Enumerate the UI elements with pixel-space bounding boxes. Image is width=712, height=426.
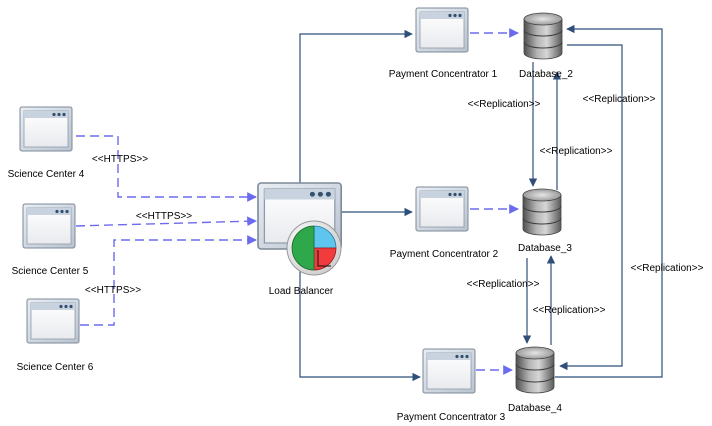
window-icon [19, 106, 73, 152]
edge-https-sc6[interactable] [80, 235, 257, 326]
pie-chart-icon [286, 220, 342, 276]
node-label: Payment Concentrator 2 [390, 249, 499, 260]
node-payment-concentrator-2[interactable]: Payment Concentrator 2 [390, 186, 499, 260]
node-label: Payment Concentrator 1 [389, 69, 498, 80]
edge-label-https-sc5: <<HTTPS>> [136, 211, 192, 222]
edge-rep-db2-db4[interactable] [559, 44, 623, 371]
edge-lb-pc1[interactable] [299, 29, 413, 184]
node-science-center-6[interactable]: Science Center 6 [17, 298, 94, 373]
window-icon [415, 7, 469, 53]
edge-label-rep-db4-db3: <<Replication>> [533, 305, 606, 316]
window-icon [22, 203, 76, 249]
node-label: Database_2 [519, 69, 573, 80]
database-icon [522, 188, 562, 236]
node-science-center-4[interactable]: Science Center 4 [8, 106, 85, 180]
node-label: Load Balancer [269, 286, 334, 297]
edges [75, 24, 663, 382]
window-icon [26, 298, 80, 344]
node-label: Database_4 [508, 403, 562, 414]
node-label: Database_3 [518, 243, 572, 254]
node-label: Science Center 5 [12, 266, 89, 277]
edge-label-rep-db3-db4: <<Replication>> [467, 279, 540, 290]
node-label: Science Center 6 [17, 362, 94, 373]
database-icon [515, 346, 555, 394]
edge-https-sc4[interactable] [76, 135, 257, 202]
edge-lb-pc3[interactable] [299, 258, 421, 382]
node-database-3[interactable]: Database_3 [518, 188, 572, 254]
edge-https-sc5[interactable] [75, 216, 257, 227]
database-icon [523, 12, 563, 60]
edge-label-https-sc6: <<HTTPS>> [85, 285, 141, 296]
node-label: Science Center 4 [8, 169, 85, 180]
edge-label-rep-db3-db2: <<Replication>> [540, 146, 613, 157]
node-label: Payment Concentrator 3 [397, 412, 506, 423]
node-database-4[interactable]: Database_4 [508, 346, 562, 414]
edge-rep-db4-db2[interactable] [555, 24, 663, 378]
edge-labels: <<HTTPS>> <<HTTPS>> <<HTTPS>> <<Replicat… [85, 94, 704, 316]
node-payment-concentrator-3[interactable]: Payment Concentrator 3 [397, 348, 506, 423]
edge-label-rep-db2-db4: <<Replication>> [583, 94, 656, 105]
edge-label-rep-db4-db2: <<Replication>> [631, 263, 704, 274]
edge-label-https-sc4: <<HTTPS>> [92, 154, 148, 165]
window-icon [422, 348, 476, 394]
node-load-balancer[interactable]: Load Balancer [257, 182, 343, 297]
window-icon [415, 186, 469, 232]
node-payment-concentrator-1[interactable]: Payment Concentrator 1 [389, 7, 498, 80]
node-science-center-5[interactable]: Science Center 5 [12, 203, 89, 277]
edge-label-rep-db2-db3: <<Replication>> [468, 99, 541, 110]
node-database-2[interactable]: Database_2 [519, 12, 573, 80]
